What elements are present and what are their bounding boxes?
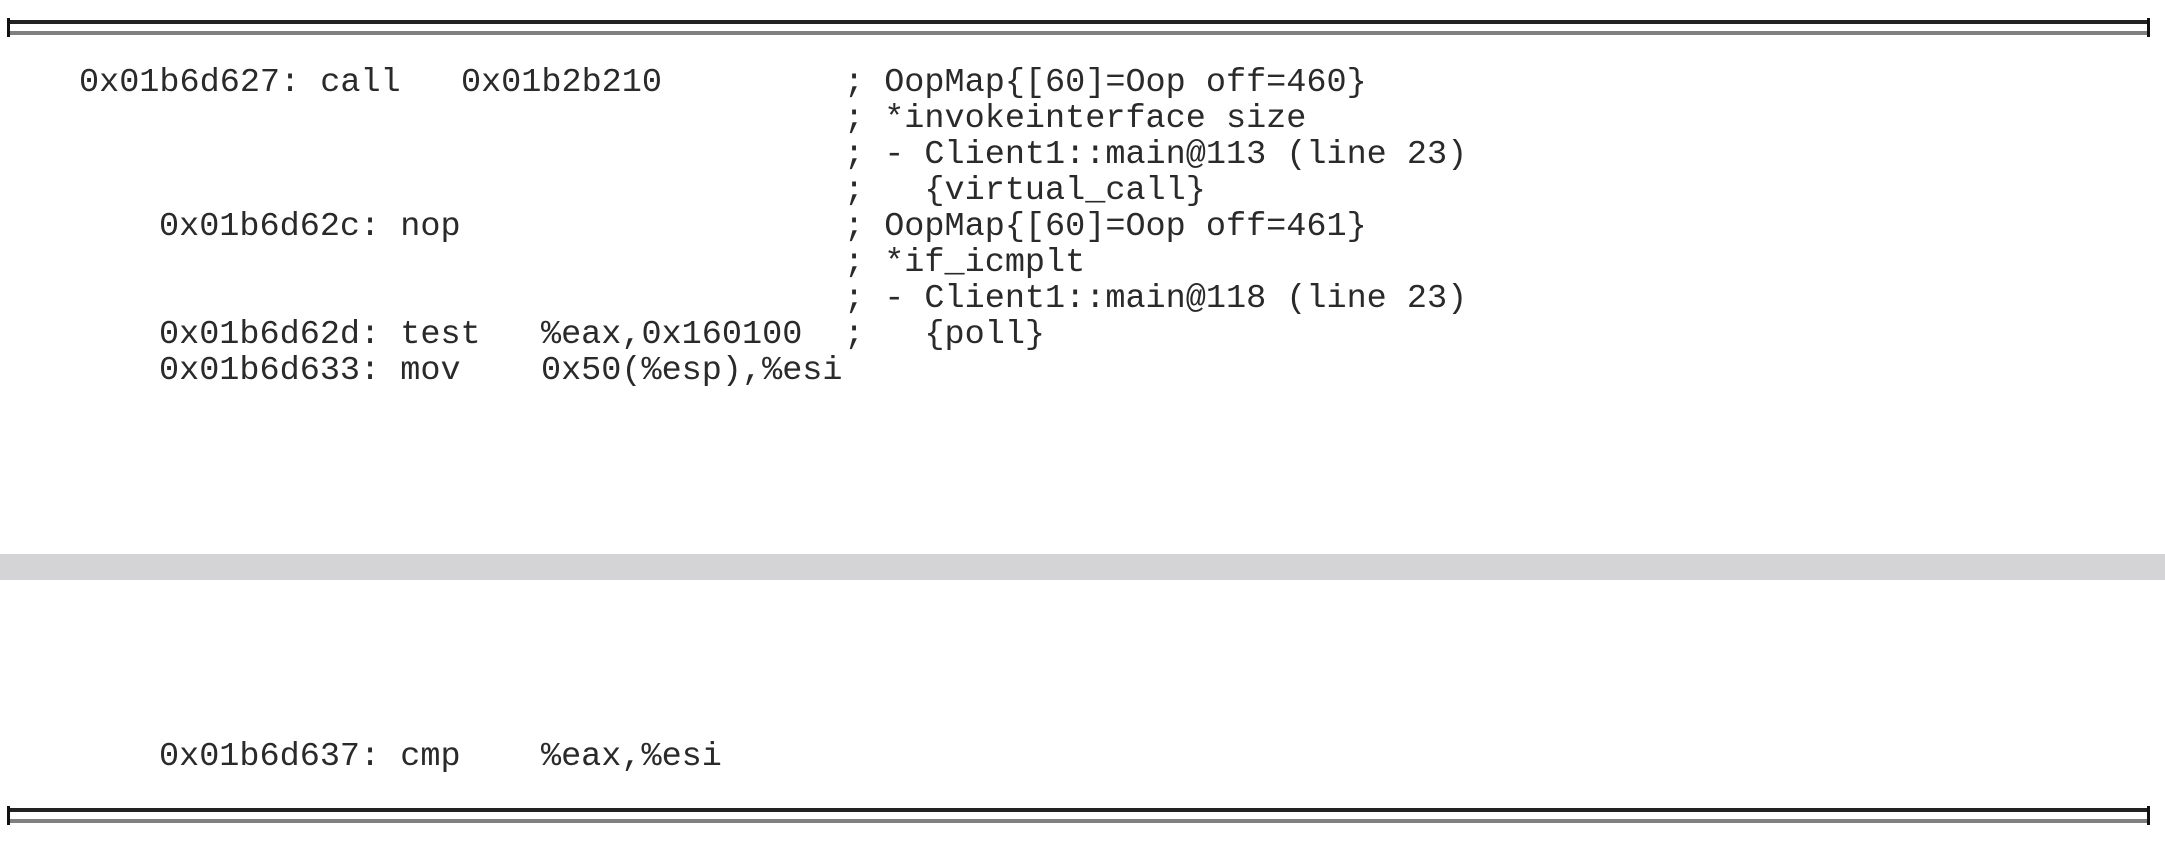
instruction: 0x01b6d62d: test %eax,0x160100 — [159, 316, 803, 354]
comment: ; OopMap{[60]=Oop off=460} — [844, 64, 1367, 102]
instruction: 0x01b6d633: mov 0x50(%esp),%esi — [159, 352, 843, 390]
comment: ; *invokeinterface size — [844, 100, 1307, 138]
page-break-band — [0, 554, 2165, 580]
comment: ; - Client1::main@118 (line 23) — [844, 280, 1468, 318]
comment: ; *if_icmplt — [844, 244, 1086, 282]
top-rule — [7, 18, 2150, 37]
instruction: 0x01b6d637: cmp %eax,%esi — [159, 738, 722, 776]
instruction: 0x01b6d62c: nop — [159, 208, 461, 246]
comment: ; OopMap{[60]=Oop off=461} — [844, 208, 1367, 246]
bottom-rule — [7, 806, 2150, 825]
comment: ; - Client1::main@113 (line 23) — [844, 136, 1468, 174]
comment: ; {virtual_call} — [844, 172, 1206, 210]
instruction: 0x01b6d627: call 0x01b2b210 — [79, 64, 662, 102]
comment: ; {poll} — [844, 316, 1046, 354]
